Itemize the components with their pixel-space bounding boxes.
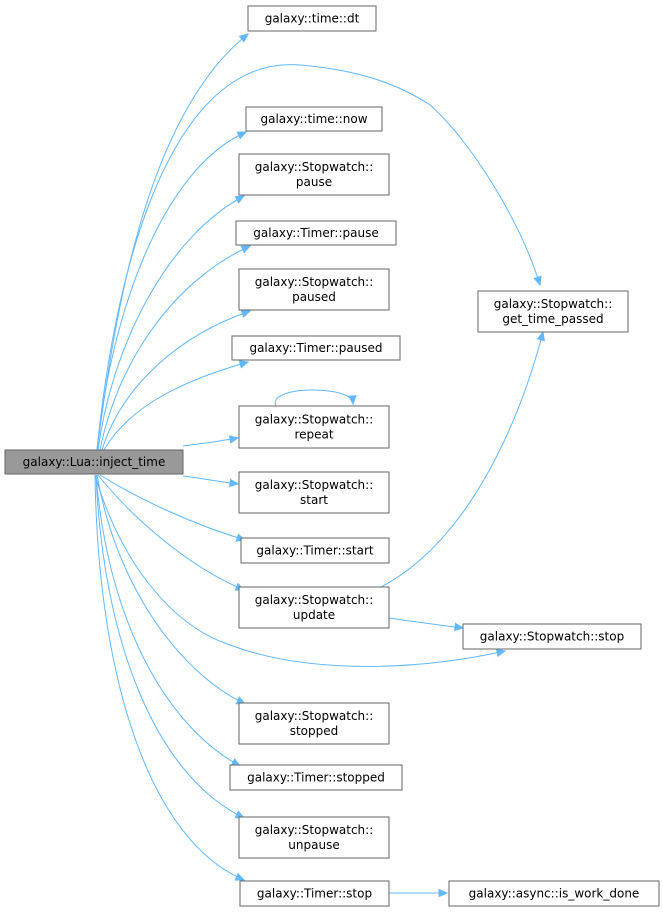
arrowhead-root-to-tm_paused xyxy=(238,360,250,369)
node-box xyxy=(238,471,390,514)
node-label: galaxy::Timer::start xyxy=(256,544,373,558)
edge-root-to-sw_update xyxy=(97,474,245,591)
node-box xyxy=(238,816,390,859)
arrowhead-sw_update-to-sw_stop xyxy=(454,622,465,632)
node-label: galaxy::time::dt xyxy=(265,12,360,26)
edge-sw_update-to-sw_stop xyxy=(388,617,464,629)
edge-sw_update-to-sw_gtp xyxy=(380,331,544,588)
node-box xyxy=(247,5,377,32)
node-label: galaxy::Stopwatch::stop xyxy=(480,630,624,644)
arrowhead-root-to-sw_repeat xyxy=(228,435,240,444)
node-sw_update[interactable]: galaxy::Stopwatch::update xyxy=(238,586,390,629)
edge-root-to-tm_paused xyxy=(103,361,249,451)
nodes-layer: galaxy::Lua::inject_time galaxy::time::dt… xyxy=(4,5,660,907)
node-label: galaxy::Timer::stopped xyxy=(247,771,385,785)
node-sw_stopped[interactable]: galaxy::Stopwatch::stopped xyxy=(238,702,390,745)
edge-root-to-sw_paused xyxy=(101,310,251,451)
node-label: stopped xyxy=(290,724,339,738)
node-box xyxy=(239,880,390,907)
node-box xyxy=(238,268,390,311)
edge-root-to-sw_stop xyxy=(94,474,506,667)
node-label: galaxy::Stopwatch:: xyxy=(255,823,374,837)
node-async_iwd[interactable]: galaxy::async::is_work_done xyxy=(448,880,660,907)
edges-layer xyxy=(94,33,545,898)
node-label: galaxy::Stopwatch:: xyxy=(255,160,374,174)
node-time_dt[interactable]: galaxy::time::dt xyxy=(247,5,377,32)
node-box xyxy=(229,764,403,791)
arrowhead-root-to-sw_pause xyxy=(234,195,246,204)
edge-root-to-tm_pause xyxy=(99,245,251,451)
node-tm_start[interactable]: galaxy::Timer::start xyxy=(240,537,390,564)
node-box xyxy=(245,106,383,132)
arrowhead-root-to-tm_stop xyxy=(234,872,246,881)
node-label: start xyxy=(300,493,328,507)
node-label: galaxy::Stopwatch:: xyxy=(255,709,374,723)
node-sw_gtp[interactable]: galaxy::Stopwatch::get_time_passed xyxy=(477,290,629,333)
node-label: update xyxy=(293,608,335,622)
node-label: get_time_passed xyxy=(502,312,603,326)
node-label: galaxy::Stopwatch:: xyxy=(255,593,374,607)
node-label: paused xyxy=(292,290,336,304)
edge-sw_repeat-to-sw_repeat xyxy=(274,389,354,407)
arrowhead-root-to-time_dt xyxy=(238,33,249,43)
node-box xyxy=(238,702,390,745)
node-box xyxy=(231,335,401,361)
node-label: galaxy::Timer::pause xyxy=(253,226,378,240)
node-box xyxy=(240,537,390,564)
edge-root-to-sw_gtp xyxy=(96,64,541,451)
node-label: unpause xyxy=(288,838,339,852)
node-label: galaxy::Timer::stop xyxy=(257,887,372,901)
node-label: galaxy::Stopwatch:: xyxy=(494,297,613,311)
edge-root-to-time_now xyxy=(96,131,247,451)
node-tm_pause[interactable]: galaxy::Timer::pause xyxy=(235,220,397,246)
edge-root-to-tm_start xyxy=(99,474,246,541)
edge-root-to-sw_stopped xyxy=(96,474,246,705)
arrowhead-root-to-sw_gtp xyxy=(533,275,542,287)
node-tm_paused[interactable]: galaxy::Timer::paused xyxy=(231,335,401,361)
node-box xyxy=(235,220,397,246)
node-box xyxy=(238,405,390,449)
node-label: galaxy::Timer::paused xyxy=(249,341,382,355)
node-box xyxy=(477,290,629,333)
node-sw_paused[interactable]: galaxy::Stopwatch::paused xyxy=(238,268,390,311)
node-root[interactable]: galaxy::Lua::inject_time xyxy=(4,449,184,475)
node-box xyxy=(238,153,390,196)
node-sw_start[interactable]: galaxy::Stopwatch::start xyxy=(238,471,390,514)
node-label: galaxy::Stopwatch:: xyxy=(255,275,374,289)
edge-root-to-tm_stop xyxy=(94,474,245,881)
node-label: repeat xyxy=(294,428,333,442)
node-box xyxy=(238,586,390,629)
arrowhead-root-to-sw_paused xyxy=(240,309,252,318)
arrowhead-root-to-time_now xyxy=(236,131,248,140)
arrowhead-tm_stop-to-async_iwd xyxy=(438,888,449,898)
edge-root-to-sw_pause xyxy=(97,195,245,451)
arrowhead-root-to-sw_stop xyxy=(495,648,507,658)
node-tm_stopped[interactable]: galaxy::Timer::stopped xyxy=(229,764,403,791)
node-box xyxy=(4,449,184,475)
node-label: galaxy::Stopwatch:: xyxy=(255,413,374,427)
node-label: pause xyxy=(296,175,332,189)
node-sw_stop[interactable]: galaxy::Stopwatch::stop xyxy=(462,623,642,650)
node-time_now[interactable]: galaxy::time::now xyxy=(245,106,383,132)
arrowhead-sw_update-to-sw_gtp xyxy=(536,330,545,342)
node-sw_repeat[interactable]: galaxy::Stopwatch::repeat xyxy=(238,405,390,449)
edge-root-to-tm_stopped xyxy=(95,474,241,767)
arrowhead-root-to-sw_start xyxy=(229,478,240,488)
node-label: galaxy::time::now xyxy=(260,112,367,126)
node-label: galaxy::Lua::inject_time xyxy=(23,455,166,469)
node-sw_unpause[interactable]: galaxy::Stopwatch::unpause xyxy=(238,816,390,859)
edge-root-to-sw_unpause xyxy=(95,474,245,819)
arrowhead-root-to-tm_pause xyxy=(240,245,252,254)
arrowhead-sw_repeat-to-sw_repeat xyxy=(348,395,357,406)
node-label: galaxy::Stopwatch:: xyxy=(255,478,374,492)
node-box xyxy=(462,623,642,650)
node-tm_stop[interactable]: galaxy::Timer::stop xyxy=(239,880,390,907)
node-label: galaxy::async::is_work_done xyxy=(469,887,640,901)
node-sw_pause[interactable]: galaxy::Stopwatch::pause xyxy=(238,153,390,196)
node-box xyxy=(448,880,660,907)
